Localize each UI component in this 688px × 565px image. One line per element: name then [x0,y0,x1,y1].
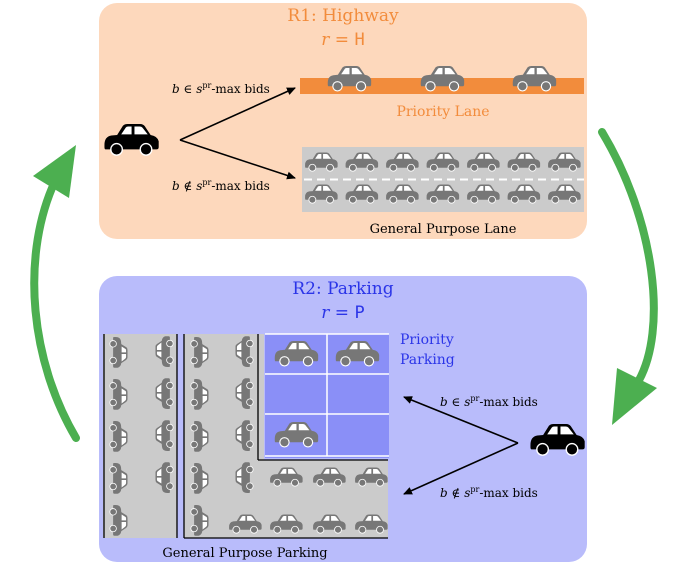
arrow-icon [403,396,519,444]
parking-role-formula: r = P [321,303,364,323]
priority-lane-label: Priority Lane [396,104,489,120]
general-parking-label: General Purpose Parking [162,546,327,561]
priority-parking-label: Priority Parking [400,332,458,368]
cycle-arrow-icon [598,128,658,386]
parking-title: R2: Parking [292,279,393,299]
highway-lower-bid-label: b ∉ spr-max bids [172,178,270,193]
general-lane-label: General Purpose Lane [370,222,517,237]
highway-title: R1: Highway [287,6,399,26]
cycle-arrowhead [33,145,76,198]
cycle-arrow-icon [30,184,80,442]
parking-upper-bid-label: b ∈ spr-max bids [440,394,538,409]
highway-upper-bid-label: b ∈ spr-max bids [172,81,270,96]
arrow-icon [403,442,519,495]
highway-role-formula: r = H [321,30,364,50]
arrow-icon [179,139,296,180]
arrow-icon [179,87,296,141]
priority-parking-grid [265,333,389,457]
cycle-arrowhead [612,368,657,425]
parking-lower-bid-label: b ∉ spr-max bids [440,485,538,500]
